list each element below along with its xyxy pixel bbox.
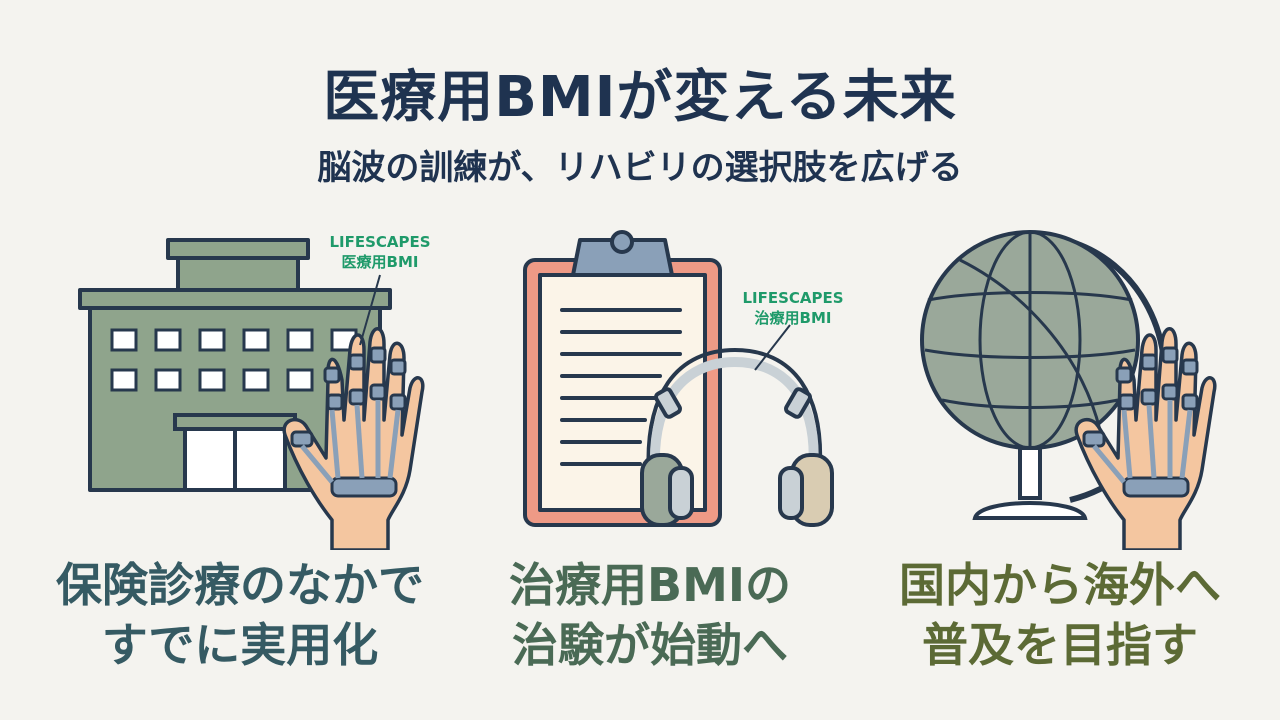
tag-line1: LIFESCAPES — [742, 289, 844, 307]
panel-globe — [880, 220, 1280, 550]
caption-overseas: 国内から海外へ 普及を目指す — [850, 555, 1270, 675]
caption-line: 国内から海外へ — [899, 558, 1221, 612]
clipboard-headphones-icon — [523, 230, 834, 527]
panel-clipboard — [480, 220, 880, 550]
hospital-with-glove-icon — [78, 238, 425, 550]
caption-line: 普及を目指す — [922, 618, 1198, 672]
caption-line: 保険診療のなかで — [56, 558, 424, 612]
tag-line2: 治療用BMI — [754, 309, 832, 327]
caption-hospital: 保険診療のなかで すでに実用化 — [30, 555, 450, 675]
tag-lifescapes-medical: LIFESCAPES 医療用BMI — [305, 232, 455, 272]
tag-line1: LIFESCAPES — [329, 233, 431, 251]
caption-line: 治験が始動へ — [512, 618, 788, 672]
panel-hospital — [70, 220, 470, 550]
tag-line2: 医療用BMI — [341, 253, 419, 271]
page-title: 医療用BMIが変える未来 — [323, 65, 957, 130]
caption-line: 治療用BMIの — [509, 558, 791, 612]
tag-lifescapes-therapeutic: LIFESCAPES 治療用BMI — [718, 288, 868, 328]
caption-line: すでに実用化 — [101, 618, 379, 672]
page-subtitle: 脳波の訓練が、リハビリの選択肢を広げる — [317, 148, 963, 188]
caption-clinical-trial: 治療用BMIの 治験が始動へ — [440, 555, 860, 675]
globe-with-glove-icon — [920, 230, 1217, 550]
